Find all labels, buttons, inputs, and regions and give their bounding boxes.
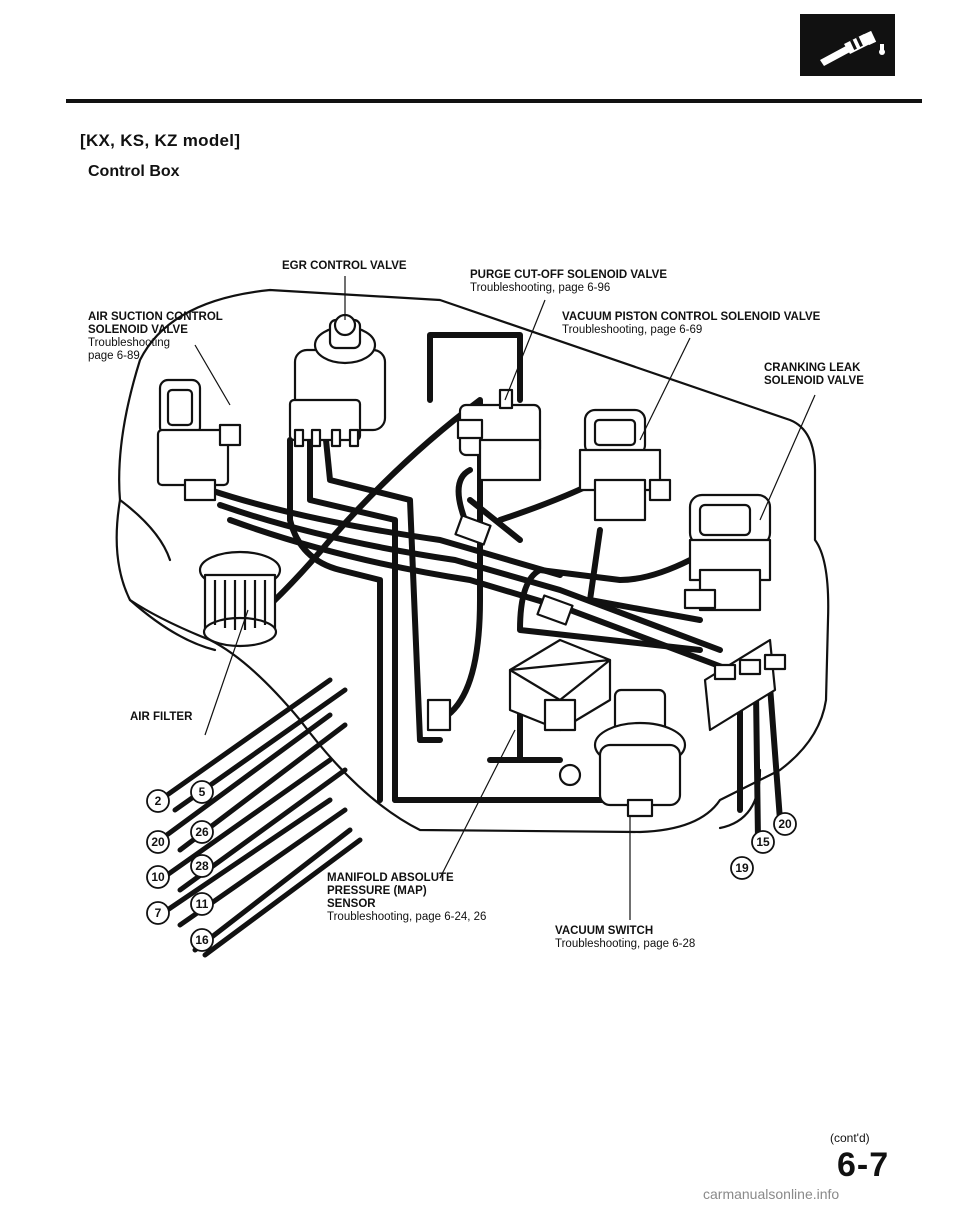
label-air-filter: AIR FILTER xyxy=(130,711,193,723)
header-rule xyxy=(66,99,922,103)
label-cranking-leak: CRANKING LEAK SOLENOID VALVE xyxy=(764,362,864,387)
control-box-outline xyxy=(115,288,830,834)
continued-note: (cont'd) xyxy=(830,1131,870,1145)
callout-19: 19 xyxy=(735,861,749,875)
callout-20: 20 xyxy=(151,835,165,849)
label-vacuum-switch: VACUUM SWITCH Troubleshooting, page 6-28 xyxy=(555,925,696,950)
callout-16: 16 xyxy=(195,933,209,947)
callout-28: 28 xyxy=(195,859,209,873)
watermark: carmanualsonline.info xyxy=(703,1186,840,1202)
model-title: [KX, KS, KZ model] xyxy=(80,131,241,150)
callout-5: 5 xyxy=(199,785,206,799)
page-number: 6-7 xyxy=(837,1146,890,1184)
callout-10: 10 xyxy=(151,870,165,884)
callout-2: 2 xyxy=(155,794,162,808)
callout-7: 7 xyxy=(155,906,162,920)
callout-20-right: 20 xyxy=(778,817,792,831)
vacuum-piston-solenoid xyxy=(578,408,672,522)
label-vacuum-piston: VACUUM PISTON CONTROL SOLENOID VALVE Tro… xyxy=(562,311,821,336)
section-title: Control Box xyxy=(88,163,180,180)
map-sensor xyxy=(508,638,612,732)
label-purge-cutoff: PURGE CUT-OFF SOLENOID VALVE Troubleshoo… xyxy=(470,269,667,294)
air-suction-solenoid xyxy=(156,378,242,502)
spark-plug-icon xyxy=(800,14,895,76)
purge-cutoff-solenoid xyxy=(456,388,542,482)
label-map-sensor: MANIFOLD ABSOLUTE PRESSURE (MAP) SENSOR … xyxy=(327,872,487,923)
vacuum-switch xyxy=(593,688,687,818)
callout-26: 26 xyxy=(195,825,209,839)
egr-control-valve xyxy=(288,313,387,448)
label-egr-control-valve: EGR CONTROL VALVE xyxy=(282,260,407,272)
hose-connector-block xyxy=(703,638,787,732)
callout-11: 11 xyxy=(196,897,209,911)
cranking-leak-solenoid xyxy=(683,493,772,612)
label-air-suction: AIR SUCTION CONTROL SOLENOID VALVE Troub… xyxy=(88,311,223,362)
callout-15: 15 xyxy=(756,835,770,849)
